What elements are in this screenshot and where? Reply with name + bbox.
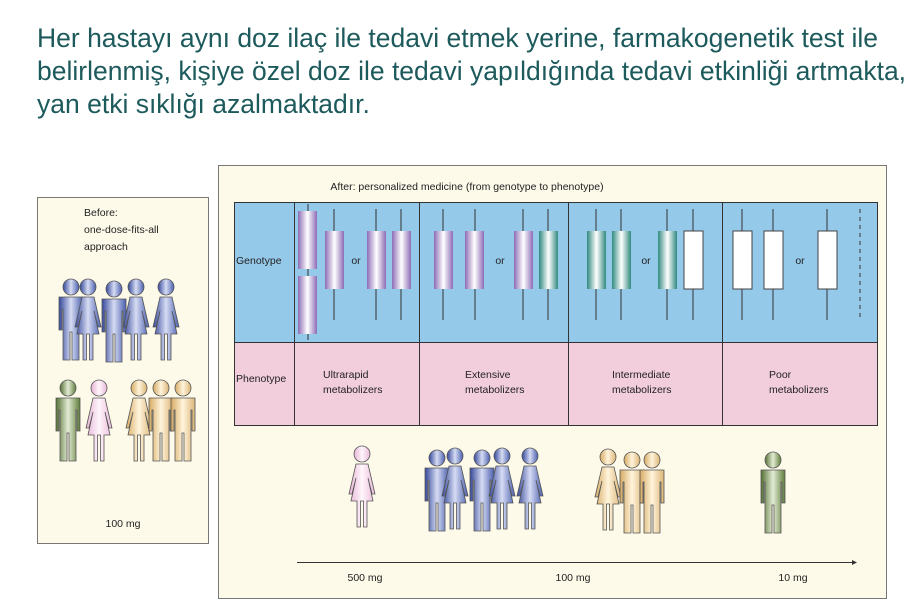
phenotype-poor: Poor: [769, 369, 792, 381]
or-label: or: [495, 255, 505, 267]
or-label: or: [351, 255, 361, 267]
gene-copy-null: [817, 230, 838, 290]
phenotype-extensive: metabolizers: [465, 384, 525, 396]
gene-copy: [298, 211, 317, 269]
before-label: Before:: [84, 207, 118, 219]
before-panel: [37, 197, 209, 544]
phenotype-ultrarapid: metabolizers: [323, 384, 383, 396]
genotype-alleles: [298, 204, 861, 340]
gene-copy: [434, 231, 453, 289]
gene-copy: [514, 231, 533, 289]
row-label-phenotype: Phenotype: [236, 373, 286, 385]
gene-copy-null: [732, 230, 753, 290]
phenotype-poor: metabolizers: [769, 384, 829, 396]
phenotype-intermediate: Intermediate: [612, 369, 671, 381]
gene-copy-reduced: [539, 231, 558, 289]
before-label: one-dose-fits-all: [84, 224, 159, 236]
gene-copy: [325, 231, 344, 289]
gene-copy: [298, 276, 317, 334]
or-label: or: [641, 255, 651, 267]
gene-copy: [465, 231, 484, 289]
arrowhead-icon: [852, 560, 857, 565]
gene-copy-null: [683, 230, 704, 290]
before-dose: 100 mg: [105, 518, 140, 530]
gene-copy-reduced: [612, 231, 631, 289]
table-border: [234, 202, 878, 426]
before-label: approach: [84, 241, 128, 253]
phenotype-extensive: Extensive: [465, 369, 511, 381]
gene-copy-reduced: [587, 231, 606, 289]
dose-label: 10 mg: [778, 572, 807, 584]
gene-copy-reduced: [658, 231, 677, 289]
gene-copy: [392, 231, 411, 289]
phenotype-row: [234, 342, 878, 426]
row-label-genotype: Genotype: [236, 255, 282, 267]
dose-label: 100 mg: [555, 572, 590, 584]
phenotype-ultrarapid: Ultrarapid: [323, 369, 369, 381]
or-label: or: [795, 255, 805, 267]
dose-label: 500 mg: [347, 572, 382, 584]
gene-copy: [367, 231, 386, 289]
slide-title: Her hastayı aynı doz ilaç ile tedavi etm…: [37, 23, 907, 119]
after-title: After: personalized medicine (from genot…: [330, 181, 603, 193]
phenotype-intermediate: metabolizers: [612, 384, 672, 396]
gene-copy-null: [763, 230, 784, 290]
